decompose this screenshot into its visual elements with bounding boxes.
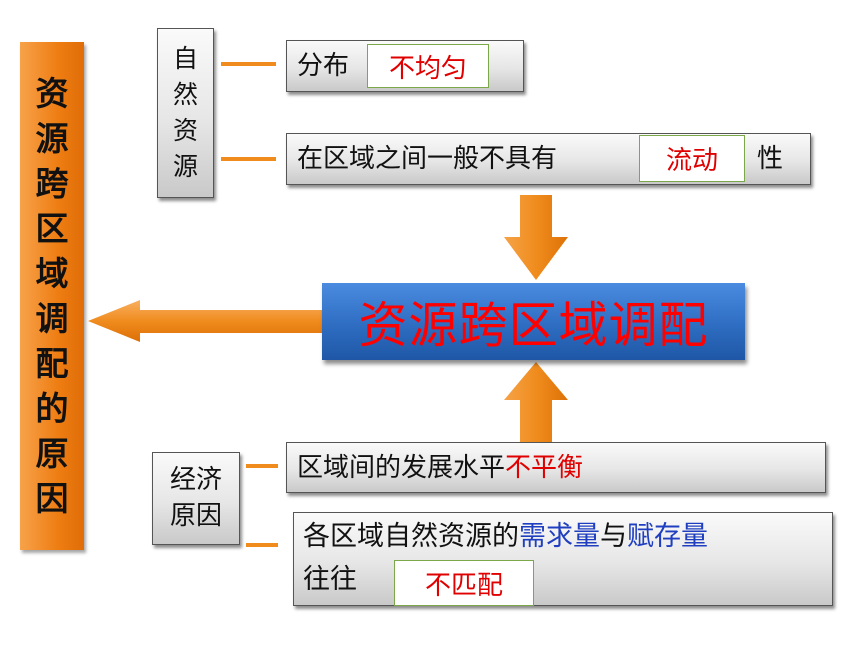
natural-item2-suffix: 性: [757, 144, 784, 174]
center-title-box: 资源跨区域调配: [322, 283, 745, 360]
natural-item1-answer: 不均匀: [388, 53, 467, 84]
economic-item2-term-demand: 需求量: [519, 521, 600, 552]
up-arrow: [504, 362, 568, 442]
economic-item1-text: 区域间的发展水平不平衡: [297, 452, 583, 484]
connector-line: [246, 543, 278, 547]
natural-item2-prefix: 在区域之间一般不具有: [297, 144, 558, 174]
connector-line: [221, 62, 276, 66]
connector-line: [221, 157, 276, 161]
natural-resources-label: 自 然 资 源: [157, 28, 214, 198]
left-title-char: 调: [35, 299, 69, 338]
left-title-char: 区: [35, 209, 69, 248]
natural-label-char: 源: [172, 152, 198, 181]
economic-item2-answer: 不匹配: [424, 570, 503, 601]
economic-reasons-label: 经济 原因: [152, 452, 240, 545]
answer-box: 流动: [639, 135, 745, 182]
natural-item-mobility: 在区域之间一般不具有 流动 性: [286, 133, 811, 185]
economic-item1-highlight: 不平衡: [505, 453, 584, 483]
economic-item2-line2-prefix: 往往: [303, 564, 357, 595]
economic-item2-term-reserve: 赋存量: [627, 521, 708, 552]
left-title-box: 资 源 跨 区 域 调 配 的 原 因: [20, 42, 84, 550]
left-title-char: 源: [35, 119, 69, 158]
answer-box: 不均匀: [367, 44, 489, 88]
economic-item1-prefix: 区域间的发展水平: [297, 453, 506, 483]
natural-label-char: 自: [172, 44, 198, 73]
down-arrow: [504, 195, 568, 280]
economic-item2-part2: 与: [600, 521, 627, 552]
economic-label-line2: 原因: [169, 501, 222, 531]
economic-item-mismatch: 各区域自然资源的需求量与赋存量 往往 不匹配: [293, 512, 833, 606]
economic-item-development: 区域间的发展水平不平衡: [286, 442, 826, 493]
left-arrow: [88, 300, 322, 342]
economic-item2-line1: 各区域自然资源的需求量与赋存量: [303, 519, 708, 555]
left-title-char: 原: [35, 434, 69, 473]
left-title-char: 配: [35, 344, 69, 383]
economic-label-line1: 经济: [169, 465, 222, 495]
left-title-char: 的: [35, 389, 69, 428]
left-title-char: 域: [35, 254, 69, 293]
natural-item2-answer: 流动: [665, 146, 718, 176]
natural-label-char: 然: [172, 80, 198, 109]
answer-box: 不匹配: [394, 560, 534, 606]
left-title-char: 资: [35, 74, 69, 113]
natural-label-char: 资: [172, 116, 198, 145]
left-title-char: 因: [35, 479, 69, 518]
natural-item-distribution: 分布 不均匀: [286, 40, 524, 92]
connector-line: [246, 464, 278, 468]
left-title-char: 跨: [35, 164, 69, 203]
center-title-text: 资源跨区域调配: [358, 297, 709, 354]
natural-item1-prefix: 分布: [297, 51, 350, 81]
economic-item2-part1: 各区域自然资源的: [303, 521, 519, 552]
